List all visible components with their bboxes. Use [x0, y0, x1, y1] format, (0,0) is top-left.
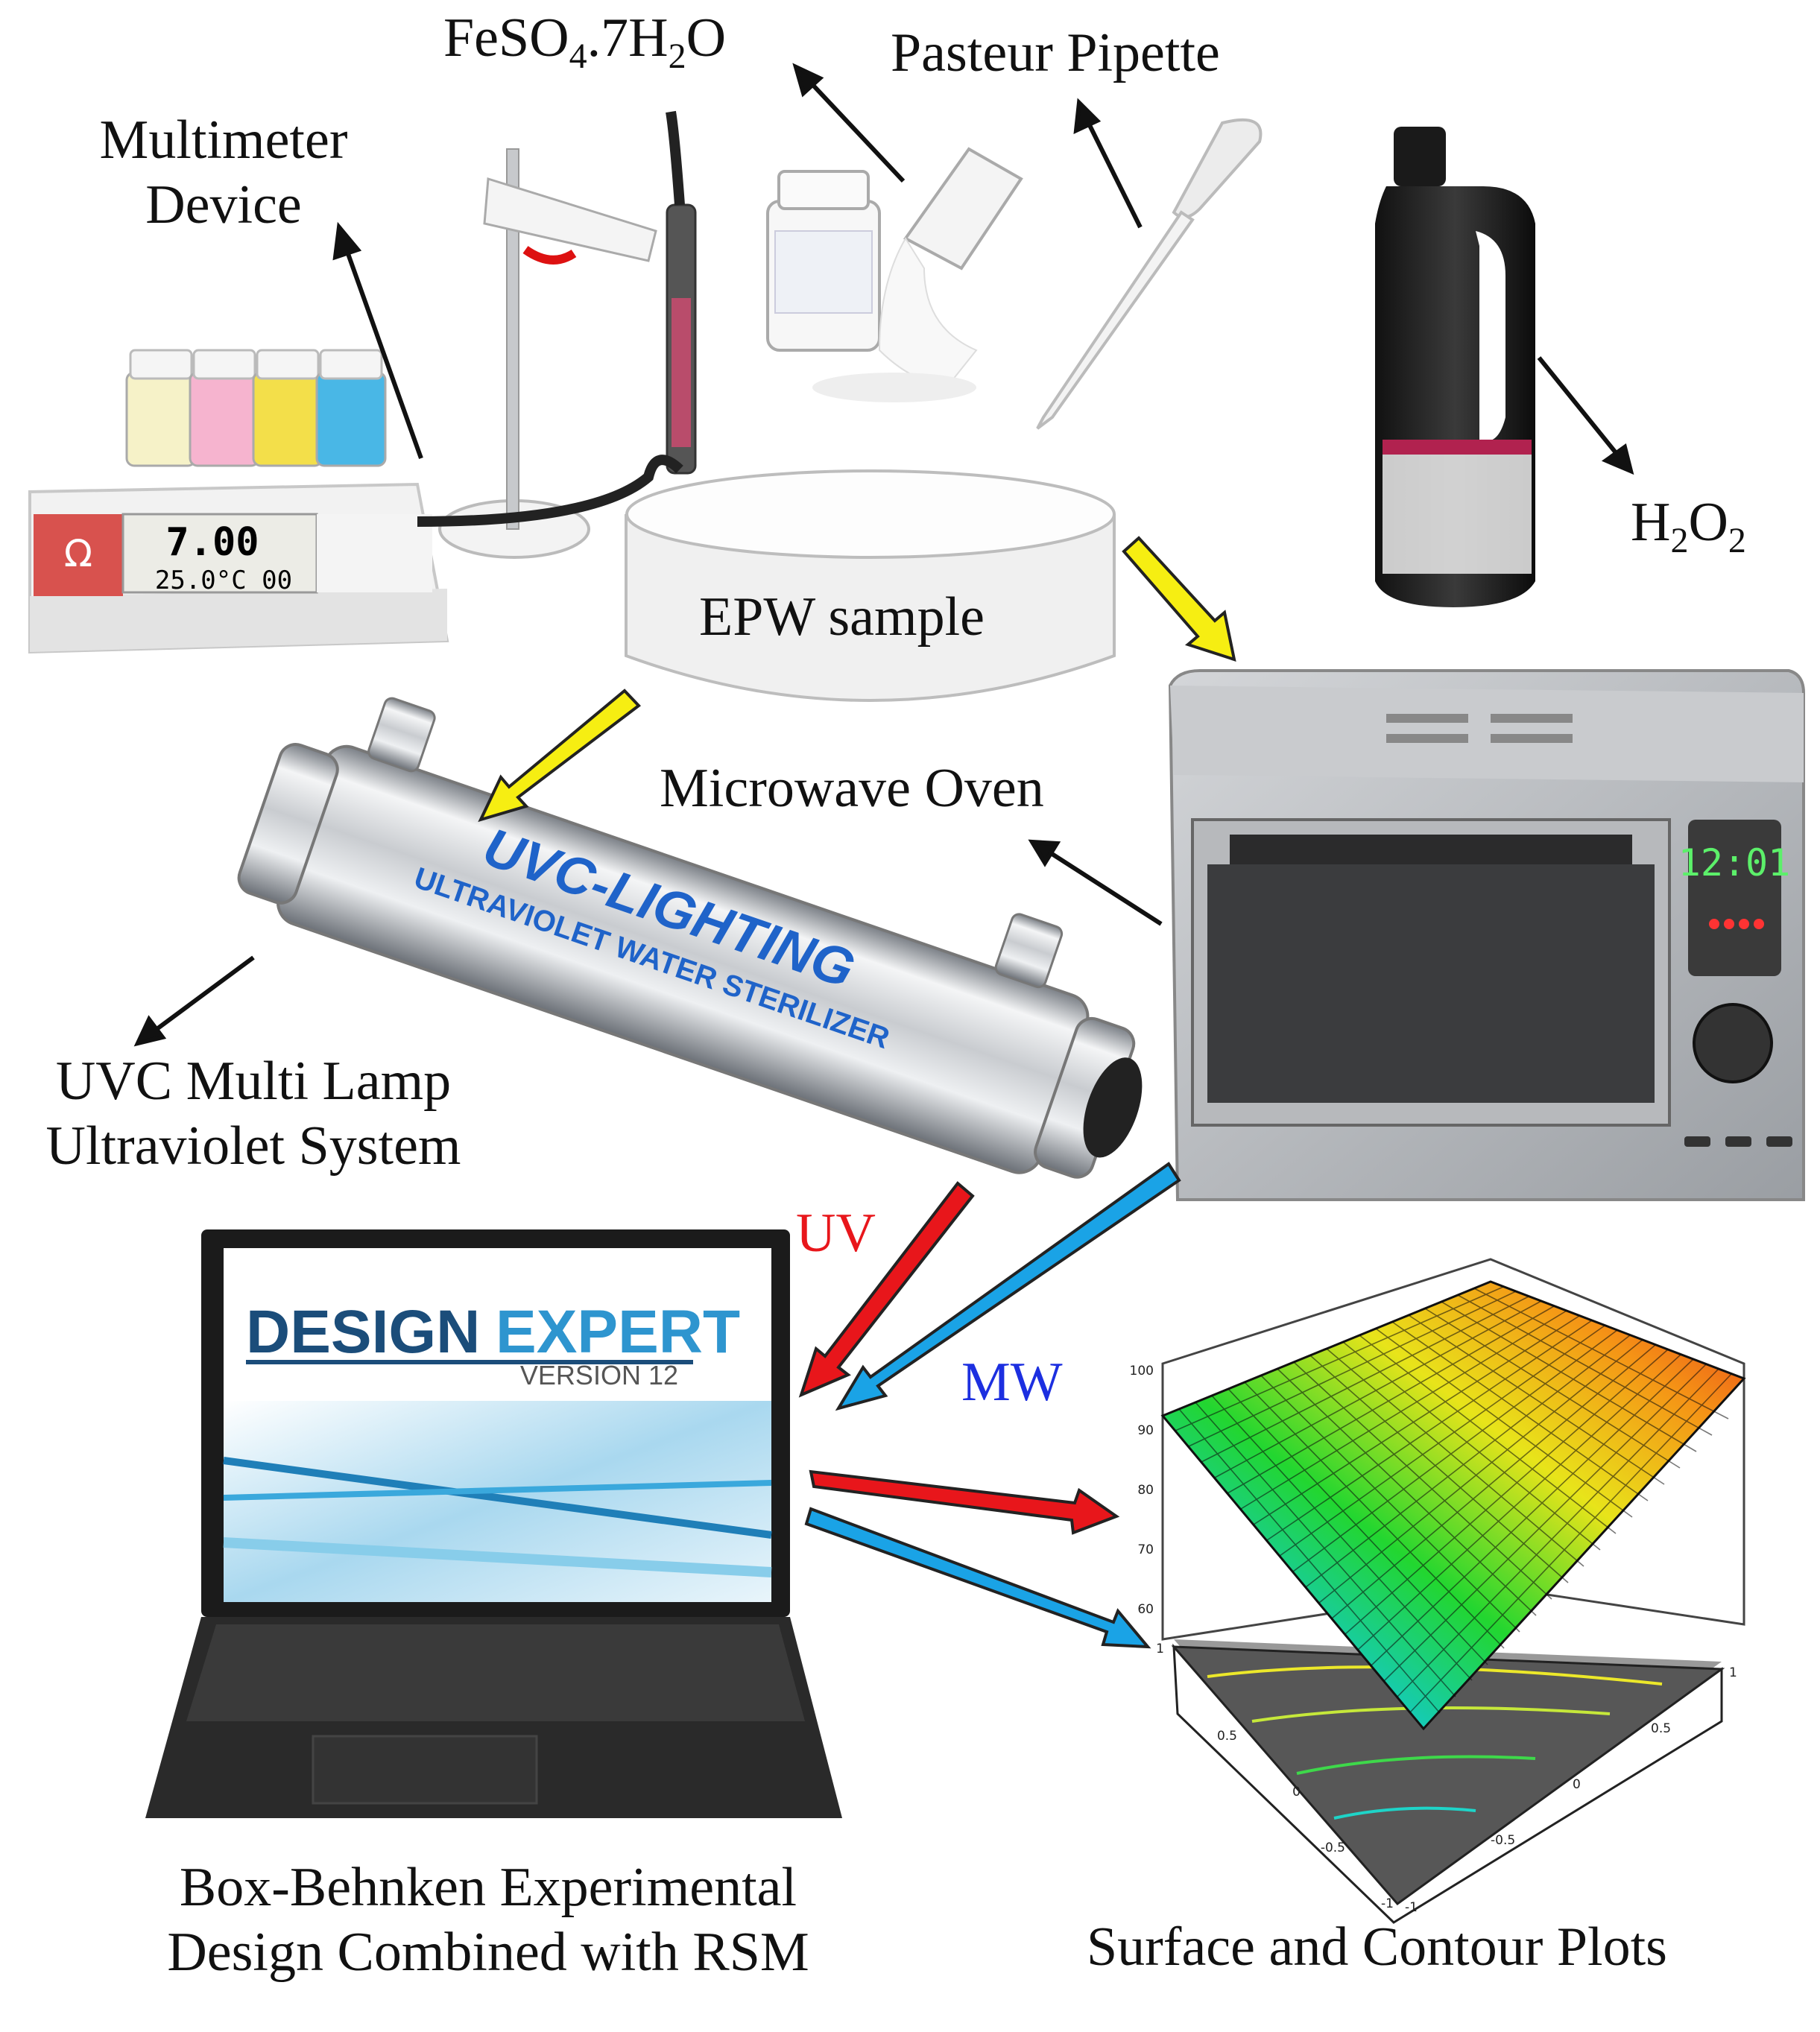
axis1-tick-0.5: 0.5: [1217, 1729, 1237, 1744]
software-name-b: EXPERT: [496, 1298, 740, 1366]
uvc-system-label: UVC Multi Lamp Ultraviolet System: [0, 1049, 507, 1180]
z-tick-100: 100: [1130, 1364, 1154, 1379]
mw-flow-arrows: [804, 1162, 1181, 1649]
feso4-label-sub4: 4: [569, 36, 587, 76]
h2o2-label: H2O2: [1631, 490, 1746, 562]
uv-arrow-label: UV: [796, 1203, 876, 1264]
laptop: DESIGN EXPERT VERSION 12: [145, 1229, 842, 1818]
feso4-label-sub2: 2: [668, 36, 686, 76]
pasteur-pipette: [1036, 118, 1263, 430]
axis2-tick-neg0.5: -0.5: [1491, 1833, 1515, 1848]
h2o2-label-h: H: [1631, 492, 1671, 553]
microwave-oven: 12:01: [1168, 669, 1805, 1201]
software-version: VERSION 12: [520, 1360, 678, 1390]
z-tick-90: 90: [1137, 1423, 1154, 1438]
h2o2-bottle: [1375, 127, 1535, 607]
mw-arrow-label: MW: [961, 1352, 1063, 1413]
box-behnken-label-line2: Design Combined with RSM: [167, 1922, 809, 1984]
oven-clock: 12:01: [1678, 841, 1791, 884]
feso4-label-text: FeSO: [443, 7, 569, 69]
feso4-bottles: [766, 147, 1023, 402]
reagent-jars: [125, 349, 387, 467]
z-tick-60: 60: [1137, 1602, 1154, 1617]
temp-readout: 25.0°C 00: [155, 566, 292, 595]
multimeter-label: Multimeter Device: [67, 108, 380, 238]
feso4-label-end: O: [686, 7, 727, 69]
uvc-system-label-line2: Ultraviolet System: [45, 1115, 461, 1177]
h2o2-label-sub1: 2: [1670, 520, 1689, 560]
axis2-tick-1: 1: [1729, 1665, 1737, 1680]
multimeter-label-line1: Multimeter: [99, 110, 348, 171]
pointer-arrows: [133, 63, 1634, 1047]
epw-sample-container: [625, 469, 1116, 702]
yellow-flow-arrows: [478, 536, 1236, 823]
software-name-a: DESIGN: [246, 1298, 480, 1366]
surface-contour-label: Surface and Contour Plots: [1087, 1917, 1667, 1978]
axis2-tick-neg1: -1: [1405, 1900, 1418, 1915]
feso4-label-mid: .7H: [587, 7, 669, 69]
axis2-tick-0: 0: [1573, 1777, 1581, 1792]
box-behnken-label-line1: Box-Behnken Experimental: [179, 1857, 797, 1918]
axis1-tick-neg0.5: -0.5: [1321, 1840, 1345, 1855]
multimeter-device: Ω 7.00 25.0°C 00: [28, 110, 697, 654]
axis1-tick-neg1: -1: [1381, 1896, 1394, 1911]
axis2-tick-0.5: 0.5: [1651, 1721, 1671, 1736]
h2o2-label-sub2: 2: [1728, 520, 1746, 560]
z-tick-70: 70: [1137, 1542, 1154, 1557]
axis1-tick-1: 1: [1156, 1642, 1164, 1656]
epw-sample-label: EPW sample: [699, 586, 985, 648]
axis1-tick-0: 0: [1292, 1785, 1301, 1800]
feso4-label: FeSO4.7H2O: [443, 6, 726, 77]
box-behnken-label: Box-Behnken Experimental Design Combined…: [60, 1855, 917, 1986]
microwave-oven-label: Microwave Oven: [660, 758, 1044, 819]
z-tick-80: 80: [1137, 1483, 1154, 1498]
multimeter-label-line2: Device: [145, 174, 302, 236]
ph-readout: 7.00: [165, 520, 259, 565]
h2o2-label-o: O: [1688, 492, 1728, 553]
ohaus-logo-icon: Ω: [64, 532, 92, 575]
uvc-system-label-line1: UVC Multi Lamp: [55, 1051, 452, 1112]
oven-knob-icon: [1693, 1003, 1773, 1083]
pasteur-pipette-label: Pasteur Pipette: [891, 22, 1220, 83]
uv-flow-arrows: [798, 1181, 1120, 1535]
surface-plot: 100 90 80 70 60 1 0.5 0 -0.5 -1 1 0.5 0 …: [1130, 1258, 1746, 1924]
